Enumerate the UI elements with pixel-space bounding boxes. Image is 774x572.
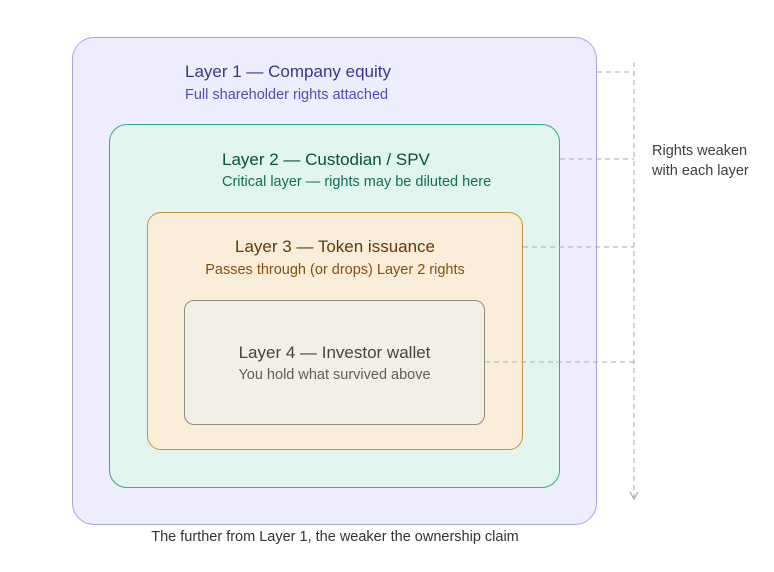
arrow-down-icon <box>629 491 639 501</box>
rights-weaken-note: Rights weaken with each layer <box>652 143 749 179</box>
layer-2-title: Layer 2 — Custodian / SPV <box>222 150 430 169</box>
diagram-caption: The further from Layer 1, the weaker the… <box>151 529 519 545</box>
layer-1-title: Layer 1 — Company equity <box>185 62 391 81</box>
layer-4-box <box>184 300 485 425</box>
layer-3-subtitle: Passes through (or drops) Layer 2 rights <box>205 262 465 278</box>
layer-4-subtitle: You hold what survived above <box>238 367 431 383</box>
layer-2-subtitle: Critical layer — rights may be diluted h… <box>222 174 492 190</box>
layer-1-subtitle: Full shareholder rights attached <box>185 87 389 103</box>
layer-4-title: Layer 4 — Investor wallet <box>238 343 431 362</box>
layer-3-title: Layer 3 — Token issuance <box>234 237 436 256</box>
